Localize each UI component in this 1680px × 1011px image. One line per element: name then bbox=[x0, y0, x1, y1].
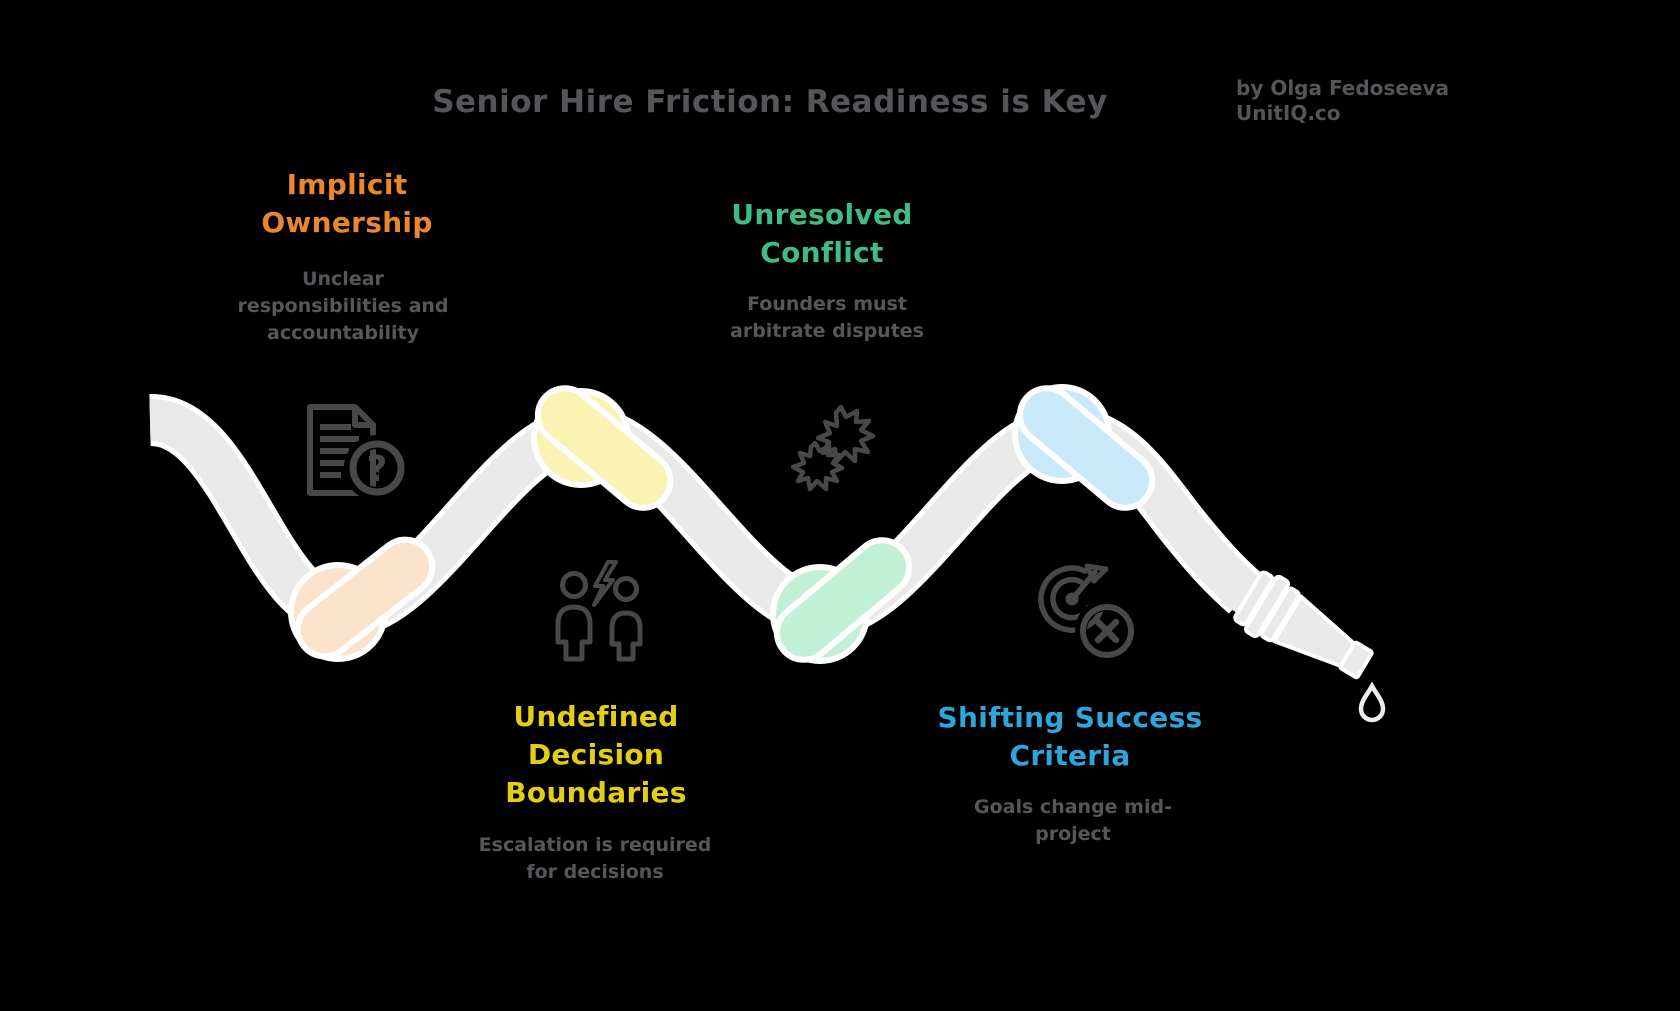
desc-implicit-ownership: Unclear responsibilities and accountabil… bbox=[237, 268, 449, 344]
heading-unresolved-conflict: Unresolved Conflict bbox=[731, 198, 913, 269]
author-site: UnitIQ.co bbox=[1236, 101, 1341, 125]
knot-unresolved-conflict bbox=[770, 537, 913, 664]
svg-text:?: ? bbox=[367, 449, 388, 490]
hose-nozzle bbox=[1223, 568, 1374, 680]
target-missed-icon bbox=[1038, 563, 1139, 663]
page-title: Senior Hire Friction: Readiness is Key bbox=[432, 84, 1108, 120]
water-drop-icon bbox=[1358, 681, 1386, 723]
heading-implicit-ownership: Implicit Ownership bbox=[261, 168, 433, 239]
author-byline: by Olga Fedoseeva bbox=[1236, 76, 1449, 100]
document-question-icon: ? bbox=[307, 404, 410, 501]
author-credit: by Olga Fedoseeva UnitIQ.co bbox=[1236, 76, 1449, 126]
heading-undefined-decision-boundaries: Undefined Decision Boundaries bbox=[505, 700, 687, 809]
desc-undefined-decision-boundaries: Escalation is required for decisions bbox=[478, 834, 712, 883]
knot-shifting-success-criteria bbox=[1012, 384, 1156, 511]
desc-shifting-success-criteria: Goals change mid- project bbox=[974, 796, 1172, 845]
desc-unresolved-conflict: Founders must arbitrate disputes bbox=[730, 293, 924, 342]
conflict-clash-icon bbox=[790, 404, 876, 492]
knot-undefined-decision-boundaries bbox=[531, 385, 674, 511]
knot-implicit-ownership bbox=[288, 536, 436, 662]
heading-shifting-success-criteria: Shifting Success Criteria bbox=[937, 701, 1203, 772]
people-dispute-icon bbox=[555, 560, 643, 662]
